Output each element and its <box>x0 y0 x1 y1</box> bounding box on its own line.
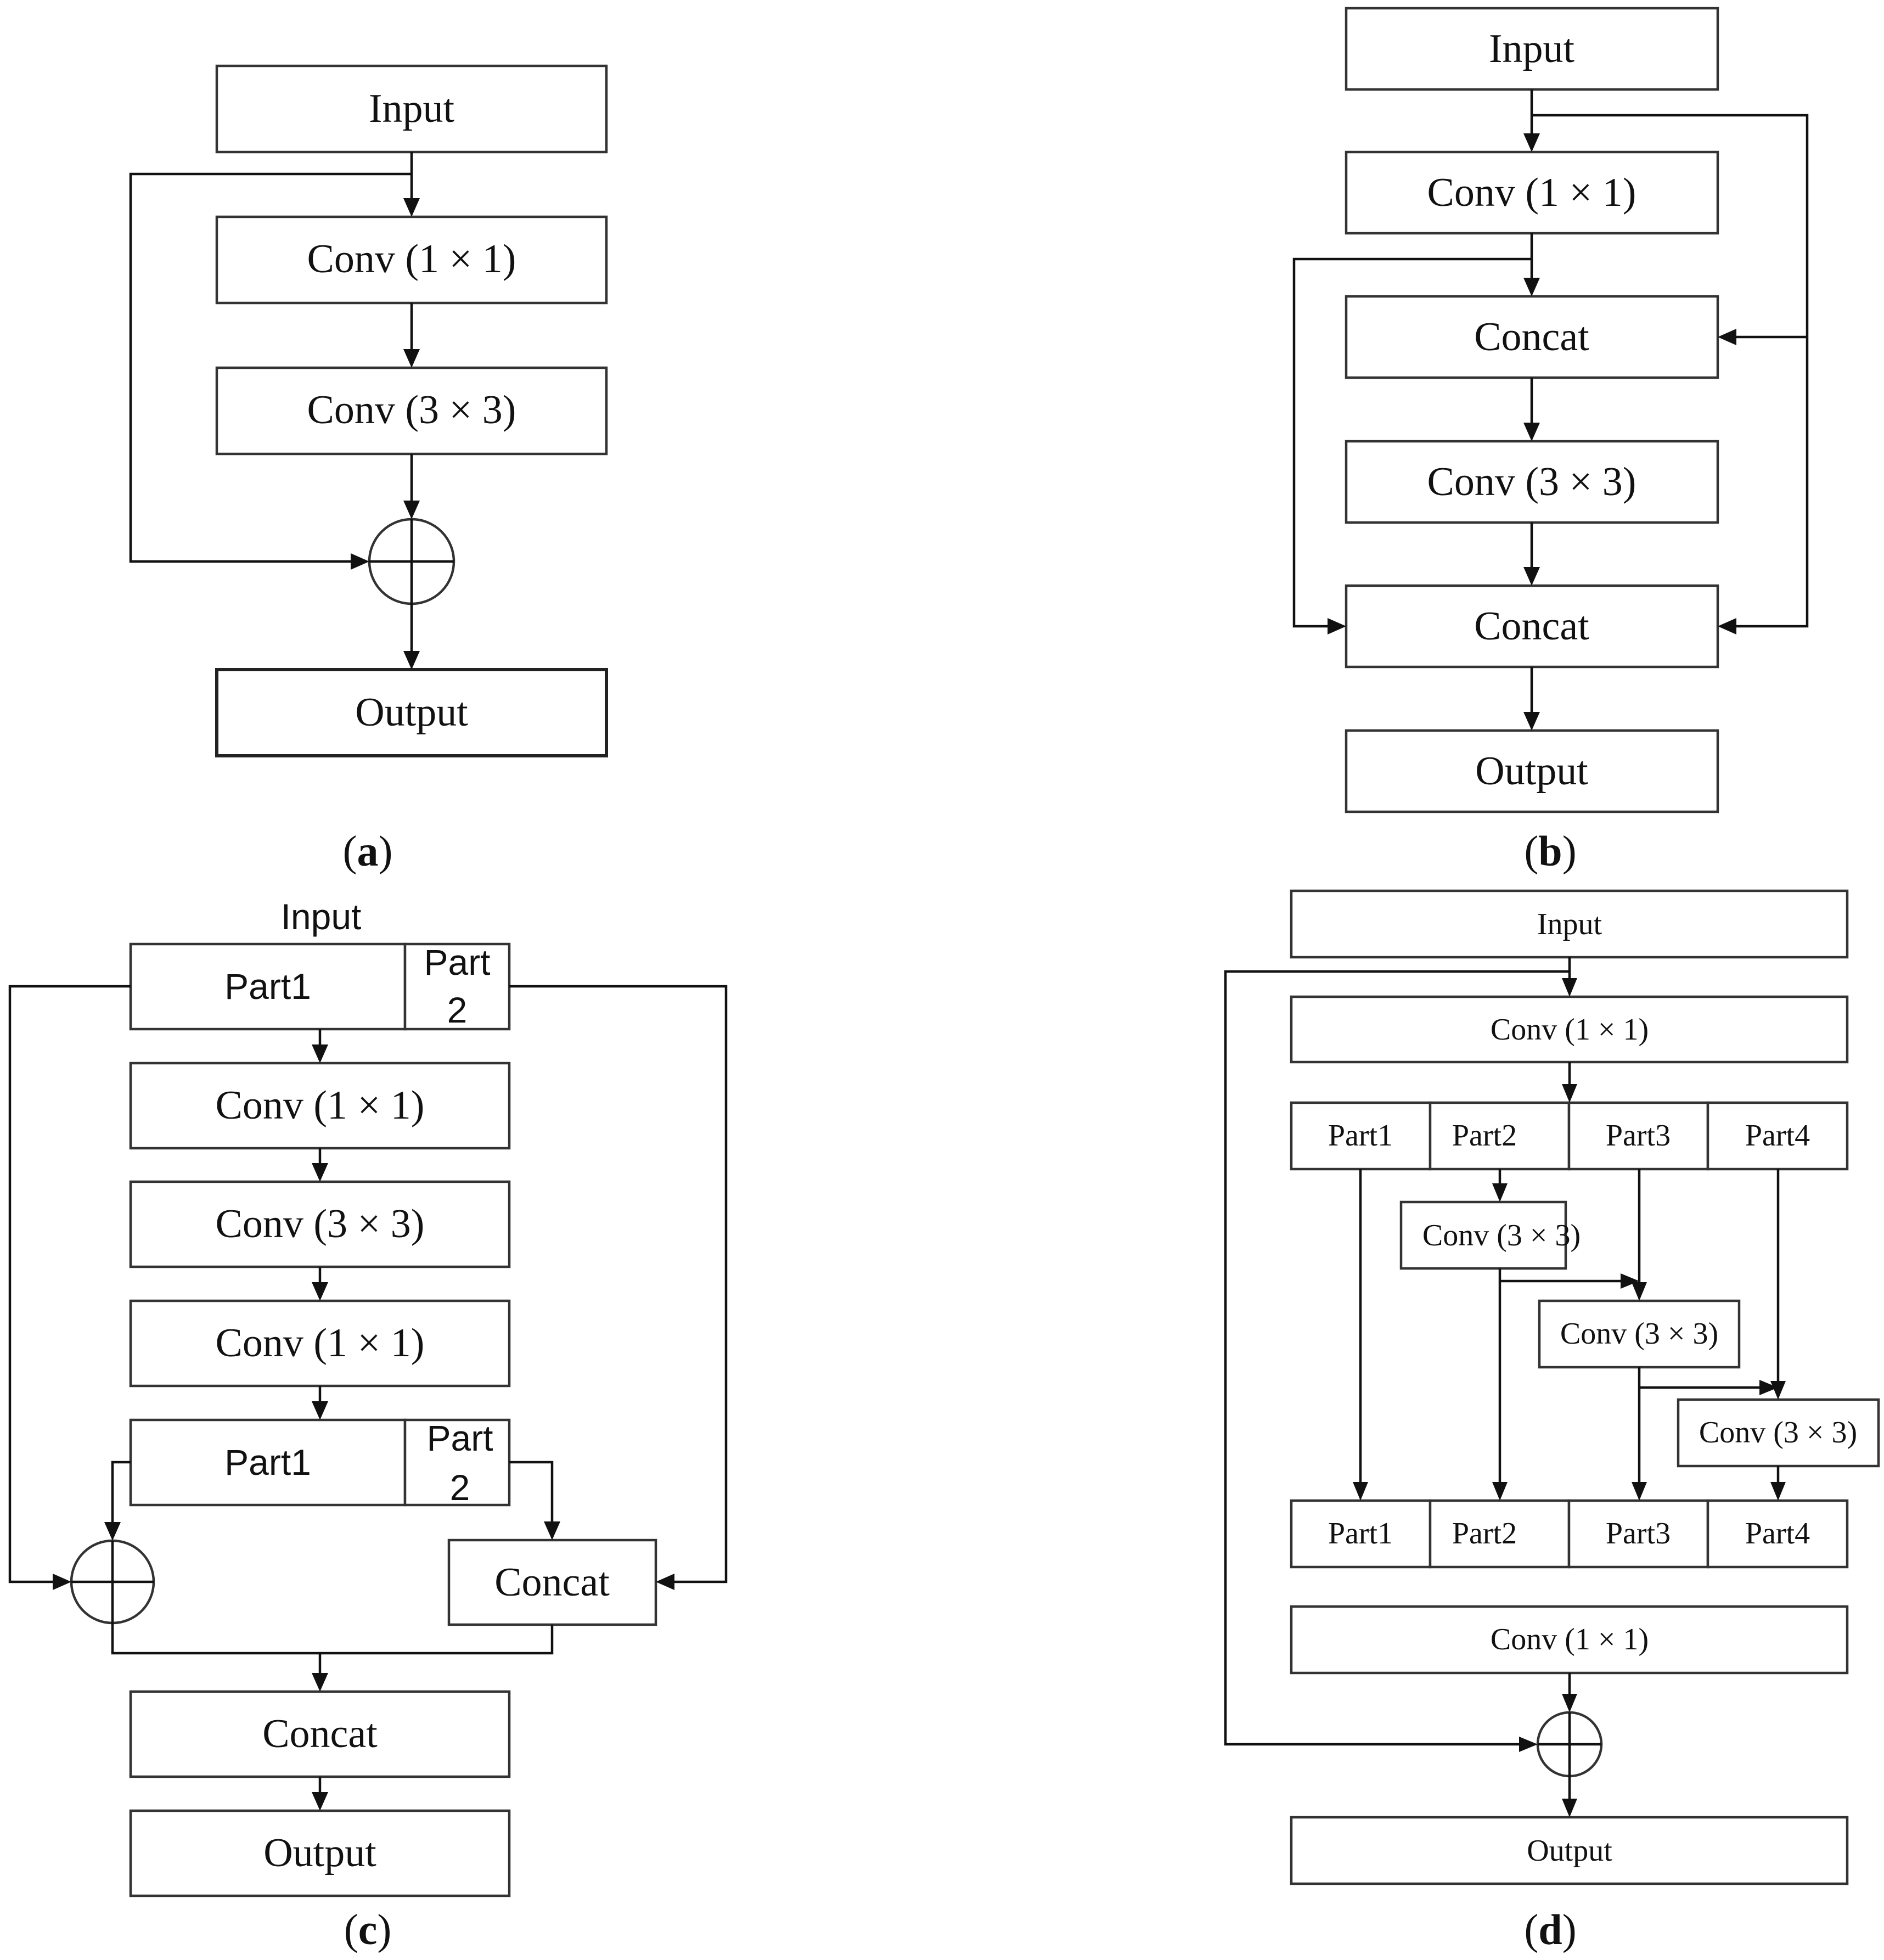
c-part2-mid-label-2: 2 <box>450 1467 470 1508</box>
d-merged-part2-label: Part2 <box>1452 1517 1517 1551</box>
c-part2-top-label-2: 2 <box>447 990 468 1030</box>
b-concat1-label: Concat <box>1474 315 1589 360</box>
d-conv3c-box <box>1677 1398 1880 1468</box>
c-concat-main-label: Concat <box>262 1711 378 1756</box>
a-conv1-box <box>215 215 608 305</box>
c-part1-mid-label: Part1 <box>224 1442 311 1482</box>
panel-c: Input Part1 Part 2 Conv (1 × 1) Conv (3 … <box>8 896 728 1953</box>
d-output-label: Output <box>1527 1834 1612 1868</box>
a-caption: (a) <box>343 827 393 875</box>
b-output-box <box>1345 729 1719 813</box>
c-connectors <box>8 985 728 1811</box>
c-part2-top-label-1: Part <box>424 942 490 982</box>
c-concat-main-box <box>129 1690 511 1778</box>
a-conv1-label: Conv (1 × 1) <box>307 237 516 282</box>
panel-d: Input Conv (1 × 1) Part1 Part2 Part3 Par… <box>1224 889 1880 1953</box>
d-split-row: Part1 Part2 Part3 Part4 <box>1290 1101 1849 1171</box>
c-part1-top-label: Part1 <box>224 966 311 1007</box>
d-input-label: Input <box>1537 907 1602 941</box>
d-conv3a-label: Conv (3 × 3) <box>1422 1218 1581 1253</box>
a-conv3-label: Conv (3 × 3) <box>307 387 516 433</box>
b-input-label: Input <box>1489 26 1575 71</box>
d-conv1-bottom-box <box>1290 1605 1849 1675</box>
b-caption: (b) <box>1524 827 1576 875</box>
d-conv1-top-box <box>1290 995 1849 1064</box>
panel-b: Input Conv (1 × 1) Concat Conv (3 × 3) C… <box>1292 7 1809 875</box>
b-conv1-label: Conv (1 × 1) <box>1427 170 1636 215</box>
d-split-part1-label: Part1 <box>1328 1119 1393 1153</box>
a-output-label: Output <box>355 690 468 735</box>
c-part2-top-box <box>403 942 511 1031</box>
a-connectors <box>129 152 420 670</box>
d-merged-part1-label: Part1 <box>1328 1517 1393 1551</box>
b-concat2-box <box>1345 584 1719 669</box>
d-conv3b-label: Conv (3 × 3) <box>1560 1317 1718 1351</box>
a-input-label: Input <box>369 86 455 131</box>
d-merged-part3-label: Part3 <box>1606 1517 1671 1551</box>
d-conv3a-box <box>1399 1200 1567 1270</box>
d-conv1-bottom-label: Conv (1 × 1) <box>1491 1622 1649 1656</box>
c-output-label: Output <box>263 1830 376 1875</box>
b-conv3-label: Conv (3 × 3) <box>1427 459 1636 504</box>
c-conv3-label: Conv (3 × 3) <box>216 1201 425 1246</box>
d-merged-part4-box <box>1706 1499 1849 1569</box>
c-conv1a-box <box>129 1062 511 1150</box>
d-merged-part2-box <box>1429 1499 1571 1569</box>
c-caption: (c) <box>344 1906 392 1953</box>
c-conv1b-box <box>129 1299 511 1388</box>
d-connectors <box>1224 957 1786 1817</box>
d-split-part2-label: Part2 <box>1452 1119 1517 1153</box>
c-conv3-box <box>129 1180 511 1268</box>
c-part1-top-box <box>129 942 407 1031</box>
c-concat-side-label: Concat <box>494 1560 610 1605</box>
a-input-box <box>215 64 608 154</box>
d-caption: (d) <box>1524 1906 1576 1953</box>
d-conv1-top-label: Conv (1 × 1) <box>1491 1013 1649 1047</box>
d-merged-part1-box <box>1290 1499 1432 1569</box>
d-merged-part4-label: Part4 <box>1745 1517 1810 1551</box>
c-part1-mid-box <box>129 1418 407 1507</box>
panel-a: Input Conv (1 × 1) Conv (3 × 3) Output (… <box>129 64 608 875</box>
d-split-part3-label: Part3 <box>1606 1119 1671 1153</box>
c-input-label: Input <box>281 896 362 937</box>
c-concat-side-box <box>447 1538 657 1626</box>
d-output-box <box>1290 1816 1849 1885</box>
d-merged-part3-box <box>1567 1499 1709 1569</box>
d-split-part4-label: Part4 <box>1745 1119 1810 1153</box>
d-split-part4-box <box>1706 1101 1849 1171</box>
c-conv1b-label: Conv (1 × 1) <box>216 1321 425 1366</box>
b-conv3-box <box>1345 440 1719 524</box>
d-merged-row: Part1 Part2 Part3 Part4 <box>1290 1499 1849 1569</box>
a-output-box <box>215 668 608 757</box>
c-part2-mid-label-1: Part <box>426 1418 493 1458</box>
b-connectors <box>1292 89 1809 731</box>
d-conv3c-label: Conv (3 × 3) <box>1699 1416 1857 1450</box>
b-output-label: Output <box>1475 749 1588 794</box>
c-conv1a-label: Conv (1 × 1) <box>216 1083 425 1128</box>
c-output-box <box>129 1809 511 1897</box>
c-part2-mid-box <box>403 1418 511 1507</box>
b-concat2-label: Concat <box>1474 604 1589 649</box>
